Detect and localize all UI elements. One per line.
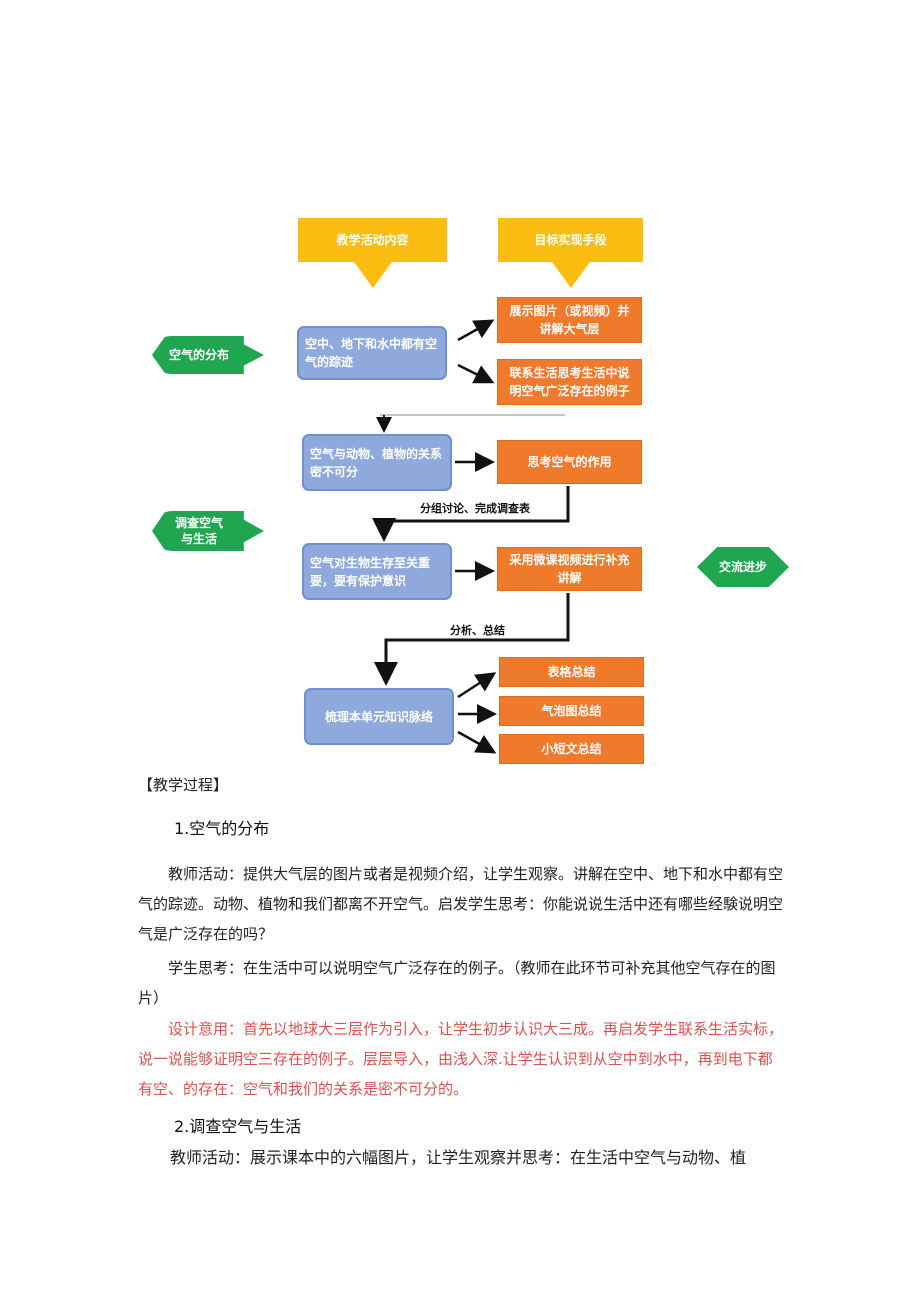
orange-box-life-examples: 联系生活思考生活中说明空气广泛存在的例子	[497, 359, 642, 405]
blue-box-air-vital: 空气对生物生存至关重要，要有保护意识	[302, 543, 452, 600]
header-right-arrow-icon	[552, 262, 590, 288]
arrow-blue1-orange2	[457, 363, 495, 384]
header-left-arrow-icon	[354, 262, 392, 288]
header-teaching-content: 教学活动内容	[298, 218, 447, 262]
paragraph-teacher-activity-1: 教师活动：提供大气层的图片或者是视频介绍，让学生观察。讲解在空中、地下和水中都有…	[138, 865, 784, 943]
tag-exchange-progress: 交流进步	[697, 547, 789, 587]
blue-box-air-animals-plants: 空气与动物、植物的关系密不可分	[302, 434, 452, 491]
heading-air-distribution: 1.空气的分布	[174, 819, 270, 838]
orange-box-table-summary: 表格总结	[499, 657, 644, 687]
heading-air-life-survey: 2.调查空气与生活	[174, 1117, 302, 1136]
orange-box-bubble-summary: 气泡图总结	[499, 696, 644, 726]
arrow-blue1-orange1	[457, 319, 495, 342]
paragraph-teacher-activity-2: 教师活动：展示课本中的六幅图片，让学生观察并思考：在生活中空气与动物、植	[170, 1148, 747, 1167]
tag-exchange-progress-label: 交流进步	[718, 560, 767, 574]
tag-air-distribution-label: 空气的分布	[168, 348, 229, 362]
label-group-discussion: 分组讨论、完成调查表	[420, 502, 530, 515]
orange-box-show-pictures: 展示图片（或视频）并讲解大气层	[497, 297, 642, 343]
orange-box-essay-summary: 小短文总结	[499, 734, 644, 764]
paragraph-student-thinking: 学生思考：在生活中可以说明空气广泛存在的例子。（教师在此环节可补充其他空气存在的…	[138, 959, 776, 1007]
orange-box-micro-video: 采用微课视频进行补充讲解	[497, 547, 642, 591]
section-title: 【教学过程】	[138, 776, 229, 794]
arrow-blue4-orange7	[457, 730, 497, 754]
elbow-orange3-blue3	[372, 486, 570, 542]
blue-box-air-everywhere: 空中、地下和水中都有空气的踪迹	[297, 326, 447, 380]
arrow-blue4-orange5	[457, 672, 497, 699]
tag-air-life-survey-label: 调查空气与生活	[175, 516, 224, 546]
orange-box-think-role: 思考空气的作用	[497, 440, 642, 484]
header-goal-means: 目标实现手段	[498, 218, 643, 262]
blue-box-unit-knowledge: 梳理本单元知识脉络	[304, 688, 454, 745]
flow-connectors	[372, 319, 570, 754]
label-analyze-summarize: 分析、总结	[450, 624, 505, 637]
elbow-orange4-blue4	[374, 593, 570, 686]
paragraph-design-intent: 设计意用：首先以地球大三层作为引入，让学生初步认识大三成。再启发学生联系生活实标…	[138, 1020, 784, 1098]
